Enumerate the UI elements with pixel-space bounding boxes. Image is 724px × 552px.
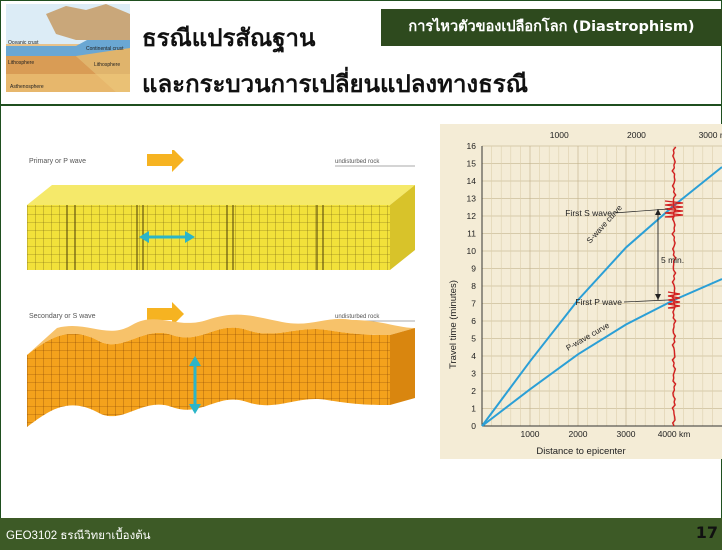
y-tick-label: 5 bbox=[471, 334, 476, 344]
x-tick-km-label: 4000 km bbox=[658, 429, 691, 439]
y-tick-label: 7 bbox=[471, 299, 476, 309]
y-tick-label: 8 bbox=[471, 281, 476, 291]
interval-arrowhead-top bbox=[655, 209, 661, 215]
y-tick-label: 1 bbox=[471, 404, 476, 414]
p-wave-label: Primary or P wave bbox=[29, 158, 86, 165]
y-tick-label: 6 bbox=[471, 316, 476, 326]
x-tick-mi-label: 1000 bbox=[550, 130, 569, 140]
x-tick-km-label: 3000 bbox=[617, 429, 636, 439]
first-s-pointer bbox=[613, 208, 669, 214]
y-tick-label: 13 bbox=[467, 194, 477, 204]
s-wave-curve bbox=[481, 166, 722, 427]
seismogram-trace bbox=[671, 146, 677, 427]
plate-boundary-thumbnail: Oceanic crust Continental crust Lithosph… bbox=[6, 4, 130, 92]
course-label: GEO3102 ธรณีวิทยาเบื้องต้น bbox=[6, 530, 151, 542]
y-tick-label: 9 bbox=[471, 264, 476, 274]
p-block-side bbox=[390, 185, 415, 270]
slide-title-line1: ธรณีแปรสัณฐาน bbox=[142, 24, 316, 52]
header-divider bbox=[0, 104, 722, 106]
first-s-annotation: First S wave bbox=[565, 208, 612, 218]
first-p-burst bbox=[667, 291, 681, 309]
y-tick-label: 3 bbox=[471, 369, 476, 379]
p-block-top bbox=[27, 185, 415, 205]
undisturbed-top-label: undisturbed rock bbox=[335, 159, 380, 165]
first-p-annotation: First P wave bbox=[575, 297, 622, 307]
y-tick-label: 11 bbox=[467, 229, 476, 239]
y-tick-label: 10 bbox=[467, 246, 477, 256]
thumb-label-3: Lithosphere bbox=[8, 60, 34, 66]
x-tick-km-label: 2000 bbox=[569, 429, 588, 439]
first-s-burst bbox=[664, 200, 684, 218]
p-wave-curve bbox=[481, 278, 722, 427]
p-wave-arrow-icon bbox=[147, 150, 184, 172]
x-tick-km-label: 1000 bbox=[521, 429, 540, 439]
thumb-label-1: Oceanic crust bbox=[8, 40, 39, 46]
s-block-side bbox=[390, 328, 415, 405]
page-number: 17 bbox=[695, 523, 718, 542]
s-block-top bbox=[27, 314, 415, 355]
slide-title-line2: และกระบวนการเปลี่ยนแปลงทางธรณี bbox=[142, 70, 528, 98]
y-tick-label: 2 bbox=[471, 386, 476, 396]
interval-arrowhead-bottom bbox=[655, 294, 661, 300]
thumb-label-2: Continental crust bbox=[86, 46, 124, 52]
footer-bar: GEO3102 ธรณีวิทยาเบื้องต้น 17 bbox=[0, 518, 722, 550]
seismic-wave-illustration: Primary or P wave undisturbed rock Secon… bbox=[27, 150, 415, 427]
chart-xlabel: Distance to epicenter bbox=[536, 446, 625, 457]
s-wave-label: Secondary or S wave bbox=[29, 313, 96, 320]
chart-ylabel: Travel time (minutes) bbox=[448, 280, 459, 369]
interval-annotation: 5 min. bbox=[661, 255, 684, 265]
first-p-pointer bbox=[623, 299, 669, 303]
thumb-label-4: Lithosphere bbox=[94, 62, 120, 68]
x-tick-mi-label: 2000 bbox=[627, 130, 646, 140]
y-tick-label: 15 bbox=[467, 159, 477, 169]
y-tick-label: 14 bbox=[467, 176, 477, 186]
topic-badge: การไหวตัวของเปลือกโลก (Diastrophism) bbox=[381, 9, 722, 46]
x-tick-mi-label: 3000 mi bbox=[699, 130, 722, 140]
y-tick-label: 4 bbox=[471, 351, 476, 361]
thumb-label-5: Asthenosphere bbox=[10, 84, 44, 90]
y-tick-label: 0 bbox=[471, 421, 476, 431]
y-tick-label: 16 bbox=[467, 141, 477, 151]
undisturbed-bottom-label: undisturbed rock bbox=[335, 314, 380, 320]
y-tick-label: 12 bbox=[467, 211, 477, 221]
